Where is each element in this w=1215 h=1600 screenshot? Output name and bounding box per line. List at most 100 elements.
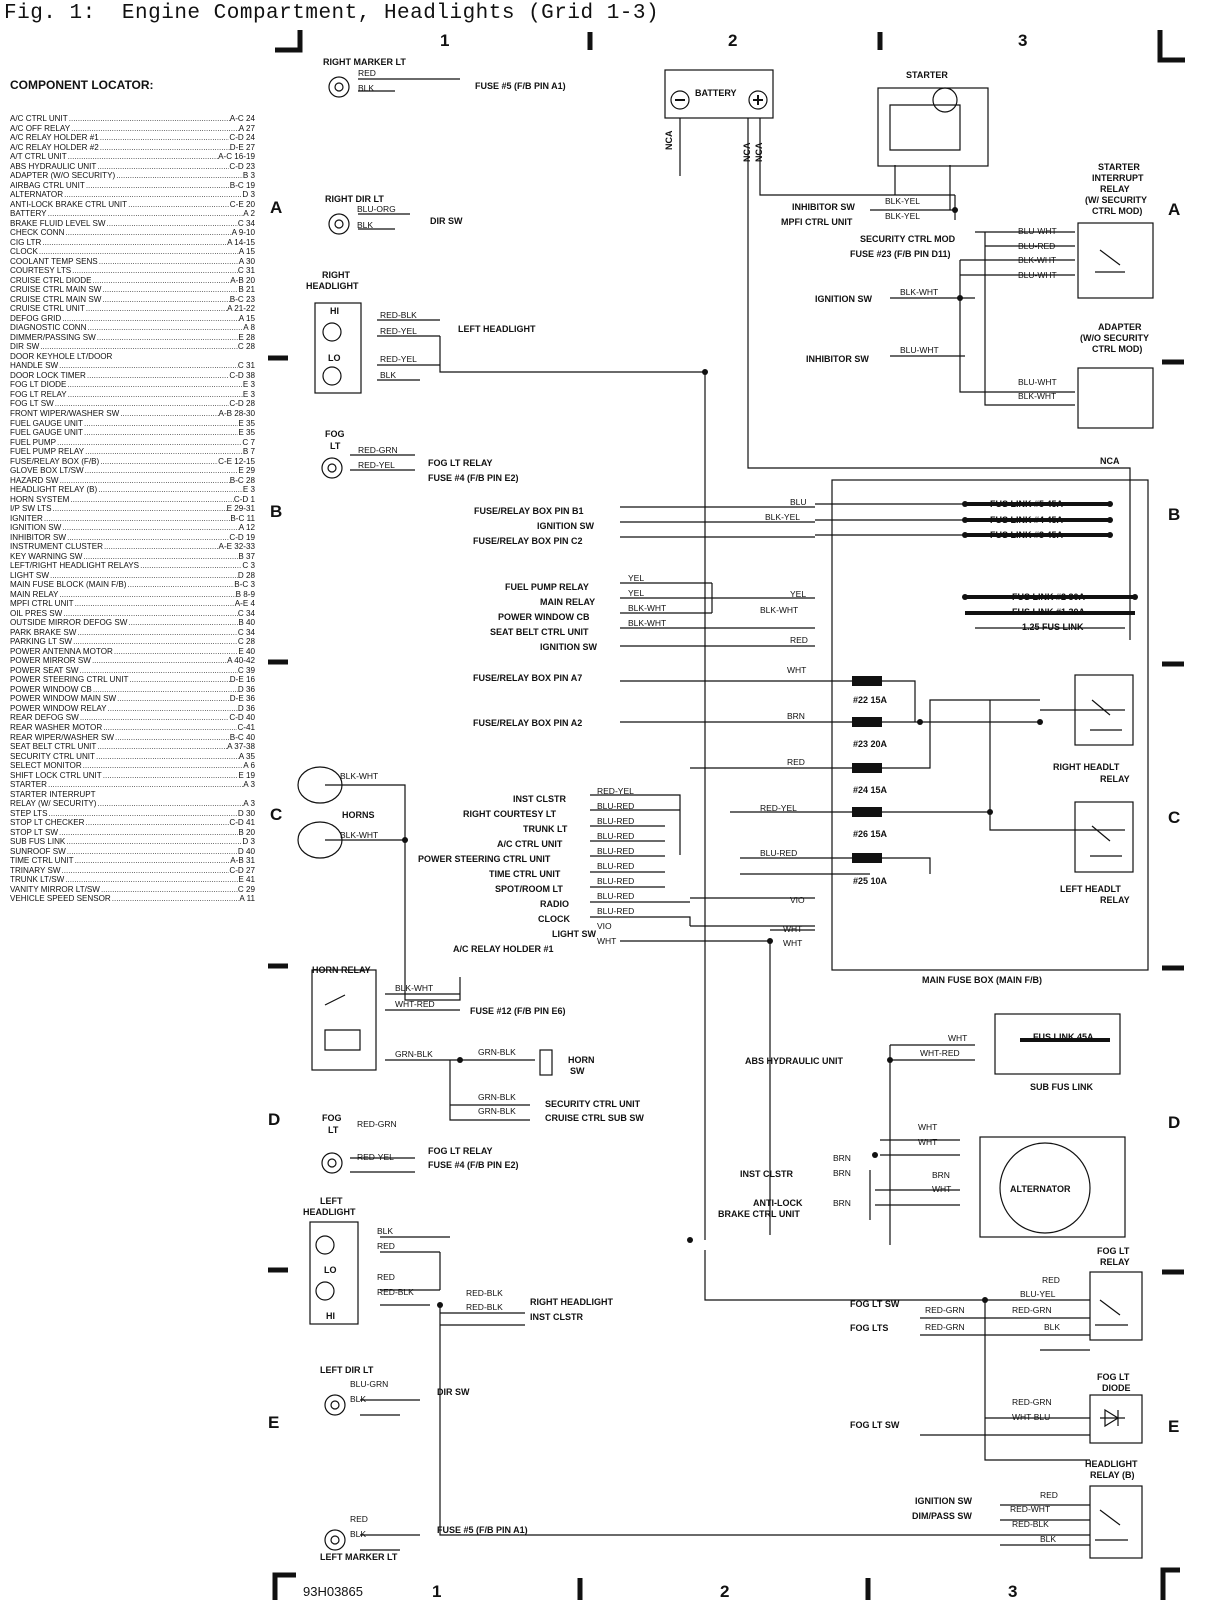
horn-sw-label-1: HORN <box>568 1055 595 1065</box>
locator-component-name: OUTSIDE MIRROR DEFOG SW <box>10 618 128 628</box>
locator-grid-ref: D-E 16 <box>229 675 255 685</box>
wire-label: WHT <box>783 924 802 934</box>
seat-belt-ctrl-unit-label: SEAT BELT CTRL UNIT <box>490 627 589 637</box>
fog-lt-relay-l-label: FOG LT RELAY <box>428 1146 493 1156</box>
wire-label: BLU-GRN <box>350 1379 388 1389</box>
battery-terminals <box>670 90 768 110</box>
locator-component-name: OIL PRES SW <box>10 608 63 618</box>
locator-grid-ref: A 3 <box>243 799 255 809</box>
wire-label: BLU-WHT <box>900 345 939 355</box>
fog-lt-sw-2-label: FOG LT SW <box>850 1420 900 1430</box>
fog-lt-l-label-1: FOG <box>322 1113 342 1123</box>
wire-label: BLU-WHT <box>1018 377 1057 387</box>
wire-label: VIO <box>597 921 612 931</box>
nca-label-2: NCA <box>742 142 752 162</box>
locator-component-name: POWER WINDOW MAIN SW <box>10 694 117 704</box>
locator-row: SHIFT LOCK CTRL UNITE 19 <box>10 771 255 781</box>
locator-component-name: I/P SW LTS <box>10 504 52 514</box>
lo-l-label: LO <box>324 1265 337 1275</box>
locator-grid-ref: E 35 <box>238 418 255 428</box>
locator-row: COURTESY LTSC 31 <box>10 266 255 276</box>
locator-row: SECURITY CTRL UNITA 35 <box>10 752 255 762</box>
locator-grid-ref: B 8-9 <box>235 589 255 599</box>
locator-grid-ref: C 34 <box>237 608 255 618</box>
locator-grid-ref: C-D 28 <box>229 399 255 409</box>
locator-row: INSTRUMENT CLUSTERA-E 32-33 <box>10 542 255 552</box>
wire-label: VIO <box>790 895 805 905</box>
wire-label: BLK <box>358 83 374 93</box>
locator-row: TRINARY SWC-D 27 <box>10 866 255 876</box>
locator-row: CRUISE CTRL DIODEA-B 20 <box>10 276 255 286</box>
fb-pin-a2-label: FUSE/RELAY BOX PIN A2 <box>473 718 582 728</box>
locator-component-name: LEFT/RIGHT HEADLIGHT RELAYS <box>10 561 140 571</box>
right-headlight-label-1: RIGHT <box>322 270 351 280</box>
abs-hydraulic-unit-label: ABS HYDRAULIC UNIT <box>745 1056 844 1066</box>
locator-grid-ref: B-C 28 <box>229 475 255 485</box>
locator-component-name: POWER WINDOW RELAY <box>10 703 107 713</box>
locator-row: LEFT/RIGHT HEADLIGHT RELAYSC 3 <box>10 561 255 571</box>
locator-component-name: REAR WASHER MOTOR <box>10 723 103 732</box>
wire-label: BRN <box>833 1168 851 1178</box>
locator-grid-ref: C-41 <box>237 723 255 732</box>
fog-lt-relay-box <box>1089 1271 1143 1341</box>
starter-interrupt-relay-box <box>1077 222 1154 299</box>
fog-lt-relay-r-label: FOG LT RELAY <box>428 458 493 468</box>
locator-component-name: FUEL PUMP <box>10 437 57 447</box>
locator-grid-ref: E 41 <box>238 875 255 885</box>
wire-label: BLU-RED <box>597 831 634 841</box>
locator-grid-ref: C 34 <box>237 218 255 228</box>
locator-row: IGNITION SWA 12 <box>10 523 255 533</box>
adapter-label-3: CTRL MOD) <box>1092 344 1142 354</box>
wire-label: BRN <box>833 1153 851 1163</box>
locator-row: FOG LT DIODEE 3 <box>10 380 255 390</box>
locator-row: DIAGNOSTIC CONNA 8 <box>10 323 255 333</box>
locator-component-name: FOG LT SW <box>10 399 54 409</box>
locator-component-name: GLOVE BOX LT/SW <box>10 466 84 476</box>
component-locator: COMPONENT LOCATOR: A/C CTRL UNITA-C 24A/… <box>10 78 255 904</box>
right-headlight-box <box>314 302 362 394</box>
ignition-sw-label: IGNITION SW <box>815 294 873 304</box>
sub-fus-link-label: SUB FUS LINK <box>1030 1082 1094 1092</box>
locator-grid-ref: C-E 20 <box>229 199 255 209</box>
locator-row: A/C OFF RELAYA 27 <box>10 124 255 134</box>
inst-clstr-label: INST CLSTR <box>513 794 566 804</box>
locator-component-name: SHIFT LOCK CTRL UNIT <box>10 770 102 780</box>
wire-label: RED <box>350 1514 368 1524</box>
wire-label: RED-YEL <box>760 803 797 813</box>
wire-label: WHT <box>918 1137 937 1147</box>
grid-col-1-top: 1 <box>440 31 449 50</box>
adapter-box <box>1077 367 1154 429</box>
fus-link125-label: 1.25 FUS LINK <box>1022 622 1084 632</box>
fus-link5-label: FUS LINK #5 45A <box>990 499 1064 509</box>
locator-row: MAIN FUSE BLOCK (MAIN F/B)B-C 3 <box>10 580 255 590</box>
locator-component-name: DEFOG GRID <box>10 313 62 323</box>
locator-row: OIL PRES SW C 34 <box>10 609 255 619</box>
wire-labels: RED BLK BLU-ORG BLK RED-BLK RED-YEL RED-… <box>340 68 1060 1544</box>
clock-label: CLOCK <box>538 914 570 924</box>
inst-clstr-l-label: INST CLSTR <box>530 1312 583 1322</box>
wire-label: BLK <box>350 1529 366 1539</box>
locator-component-name: STEP LTS <box>10 808 48 818</box>
inst-clstr-alt-label: INST CLSTR <box>740 1169 793 1179</box>
locator-row: POWER SEAT SWC 39 <box>10 666 255 676</box>
locator-row: DEFOG GRIDA 15 <box>10 314 255 324</box>
locator-component-name: FOG LT DIODE <box>10 380 67 390</box>
wire-label: RED <box>790 635 808 645</box>
component-boxes <box>309 69 1154 1559</box>
wire-label: YEL <box>790 589 806 599</box>
grid-row-e-left: E <box>268 1413 279 1432</box>
power-steering-ctrl-unit-label: POWER STEERING CTRL UNIT <box>418 854 551 864</box>
locator-row: POWER WINDOW CBD 36 <box>10 685 255 695</box>
fog-lt-r-label-1: FOG <box>325 429 345 439</box>
wire-label: RED <box>1040 1490 1058 1500</box>
wire-label: GRN-BLK <box>395 1049 433 1059</box>
wire-label: BRN <box>932 1170 950 1180</box>
wire-label: YEL <box>628 588 644 598</box>
fog-lts-label: FOG LTS <box>850 1323 888 1333</box>
wire-label: GRN-BLK <box>478 1047 516 1057</box>
wire-label: RED <box>377 1272 395 1282</box>
locator-grid-ref: E 29 <box>238 466 255 476</box>
locator-grid-ref: C-D 24 <box>229 133 255 143</box>
